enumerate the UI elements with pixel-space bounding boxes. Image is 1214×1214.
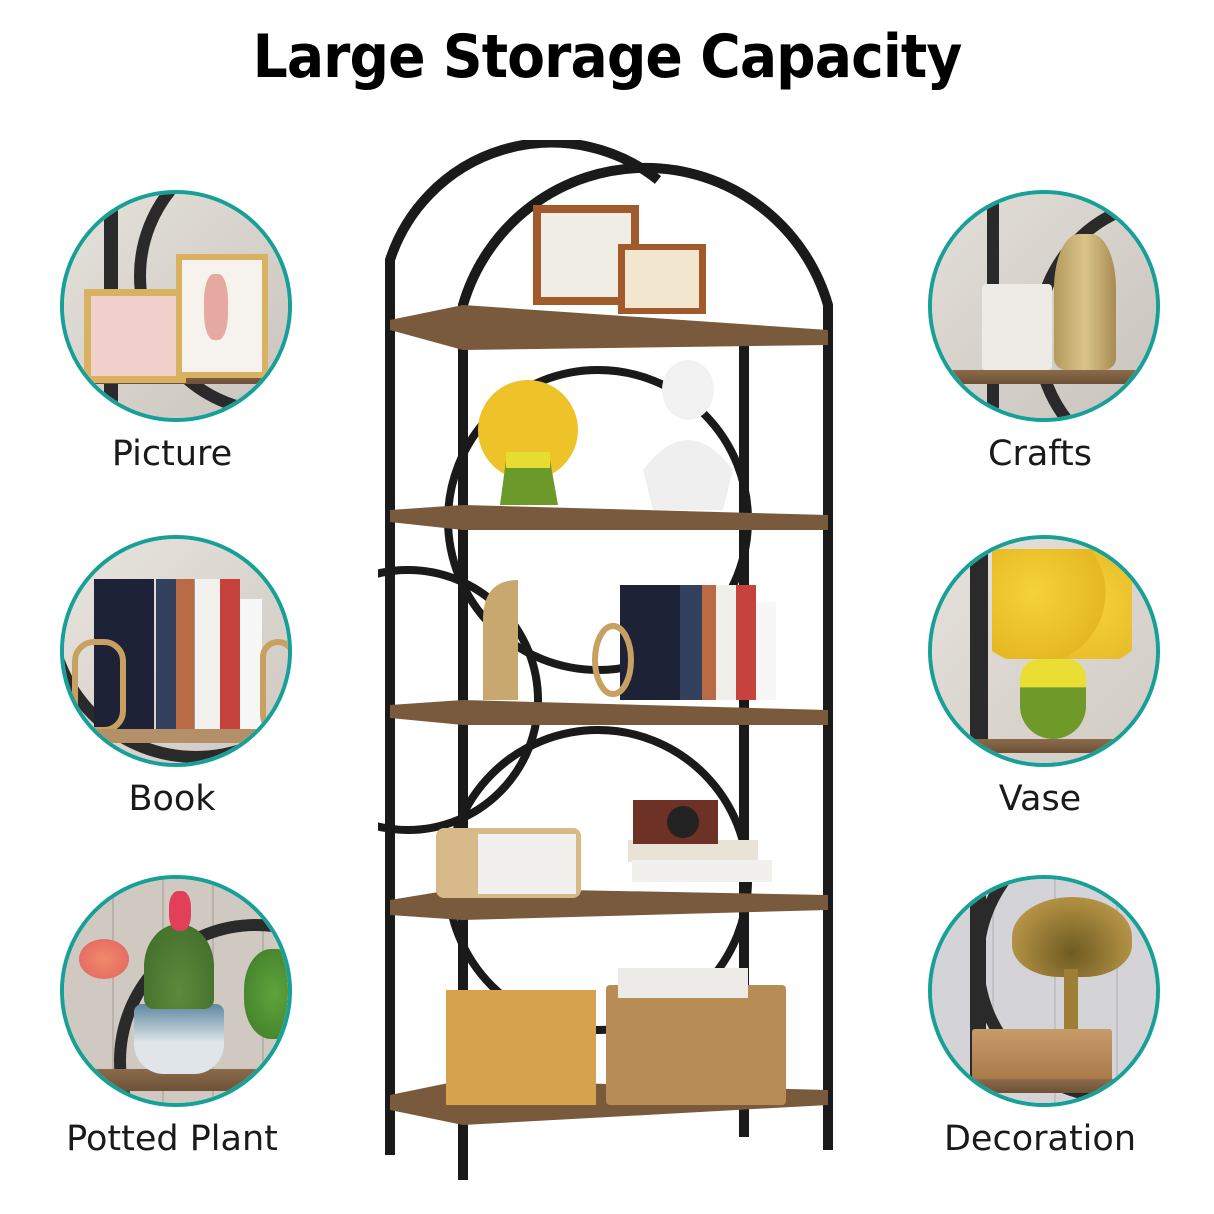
- feature-label: Crafts: [988, 434, 1092, 474]
- crafts-image: [928, 190, 1160, 422]
- page-title: Large Storage Capacity: [252, 22, 963, 92]
- feature-label: Decoration: [943, 1119, 1137, 1159]
- book-image: [60, 535, 292, 767]
- feature-label: Picture: [111, 434, 233, 474]
- feature-label: Book: [128, 779, 216, 819]
- potted-plant-image: [60, 875, 292, 1107]
- feature-label: Potted Plant: [66, 1119, 278, 1159]
- decoration-image: [928, 875, 1160, 1107]
- bookshelf-illustration: [274, 137, 833, 1180]
- feature-label: Vase: [998, 779, 1082, 819]
- picture-image: [60, 190, 292, 422]
- bookshelf-product-image: [274, 137, 838, 1180]
- vase-image: [928, 535, 1160, 767]
